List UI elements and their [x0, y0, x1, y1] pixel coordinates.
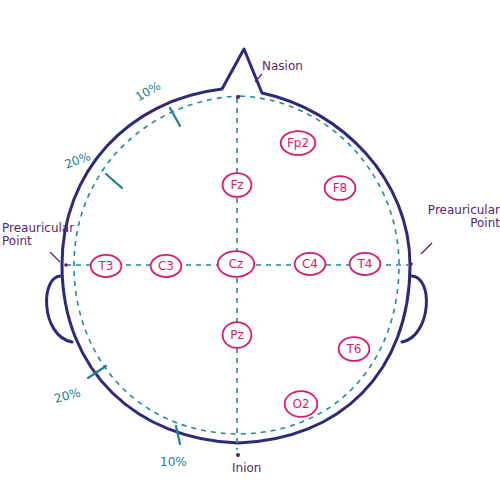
circumference-line — [74, 96, 399, 434]
electrode-label: Fp2 — [287, 137, 309, 150]
electrode-site: Cz — [217, 250, 255, 278]
electrode-site: Pz — [222, 321, 252, 349]
percent-label: 10% — [160, 456, 200, 469]
preauricular-dot — [409, 262, 413, 266]
electrode-ellipse — [339, 337, 370, 361]
electrode-label: C3 — [158, 260, 174, 273]
electrode-site: Fz — [222, 172, 252, 198]
percent-label: 20% — [53, 383, 95, 406]
tick-mark — [88, 366, 106, 378]
electrode-label: F8 — [333, 182, 348, 195]
leader-line — [255, 74, 262, 82]
electrode-ellipse — [295, 253, 326, 275]
nasion-point — [236, 95, 240, 99]
electrode-label: Fz — [230, 179, 243, 192]
preauricular-dot — [64, 263, 68, 267]
right-ear — [402, 276, 426, 342]
electrode-ellipse — [281, 131, 316, 155]
electrode-ellipse — [325, 176, 356, 200]
electrode-site: Fp2 — [280, 130, 316, 156]
electrode-site: O2 — [284, 390, 318, 418]
electrode-site: F8 — [324, 175, 356, 201]
tick-mark — [170, 108, 180, 126]
electrode-label: T6 — [347, 343, 362, 356]
electrode-site: C4 — [294, 252, 326, 276]
landmark-label: Inion — [232, 462, 282, 475]
electrode-ellipse — [223, 173, 252, 197]
inion-point — [236, 453, 240, 457]
landmark-label: Nasion — [262, 60, 332, 73]
electrode-ellipse — [350, 253, 381, 275]
electrode-ellipse — [151, 255, 182, 277]
landmark-label: Preauricular Point — [406, 204, 500, 230]
leader-line — [50, 252, 60, 262]
percent-label: 10% — [133, 73, 174, 104]
electrode-ellipse — [91, 255, 122, 277]
electrode-site: T6 — [338, 336, 370, 362]
electrode-label: Cz — [229, 258, 244, 271]
electrode-label: O2 — [292, 398, 309, 411]
electrode-site: T4 — [349, 252, 381, 276]
electrode-ellipse — [218, 251, 254, 277]
tick-mark — [176, 426, 180, 444]
percent-label: 20% — [63, 146, 105, 172]
electrode-ellipse — [285, 391, 318, 417]
electrode-ellipse — [223, 322, 252, 348]
left-ear — [47, 276, 72, 342]
tick-mark — [106, 174, 122, 188]
head-outline — [62, 49, 410, 443]
electrode-label: T3 — [99, 260, 114, 273]
leader-line — [421, 243, 432, 254]
landmark-label: Preauricular Point — [2, 222, 74, 248]
electrode-label: T4 — [358, 258, 373, 271]
electrode-site: T3 — [90, 254, 122, 278]
electrode-label: C4 — [302, 258, 318, 271]
electrode-site: C3 — [150, 254, 182, 278]
electrode-label: Pz — [230, 329, 244, 342]
